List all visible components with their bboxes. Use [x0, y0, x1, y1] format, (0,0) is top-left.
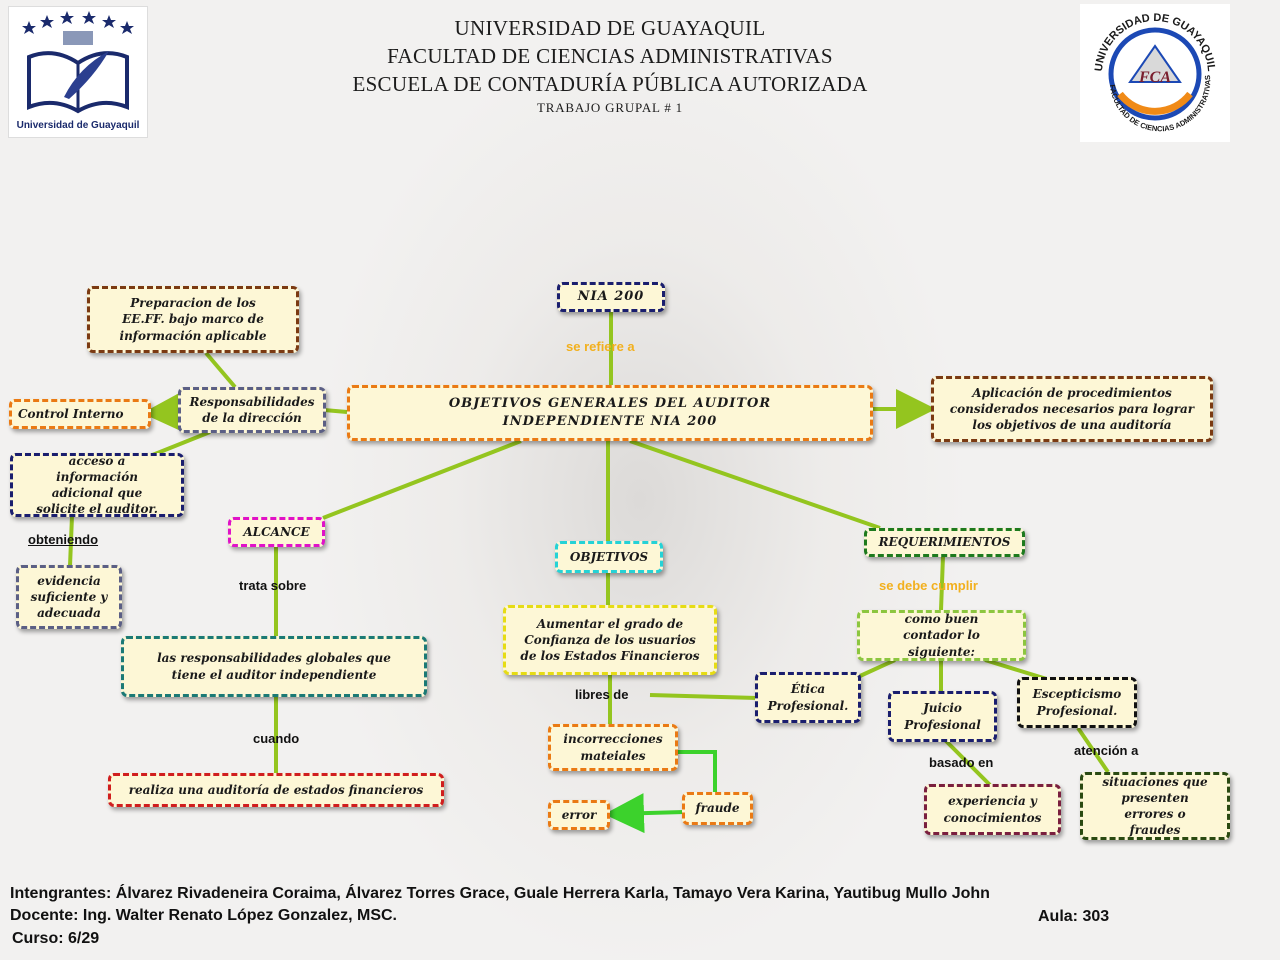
- edge-fraude-error: [604, 793, 685, 834]
- node-situaciones-errores: situaciones que presenten errores o frau…: [1080, 772, 1230, 840]
- header-faculty: FACULTAD DE CIENCIAS ADMINISTRATIVAS: [387, 44, 833, 68]
- label-cuando: cuando: [253, 731, 300, 746]
- header-university: UNIVERSIDAD DE GUAYAQUIL: [454, 16, 766, 40]
- label-trata-sobre: trata sobre: [239, 578, 307, 593]
- label-se-refiere-a: se refiere a: [566, 339, 635, 354]
- node-preparacion-eeff: Preparacion de los EE.FF. bajo marco de …: [87, 286, 299, 353]
- node-evidencia: evidencia suficiente y adecuada: [16, 565, 122, 629]
- node-acceso-informacion: acceso a información adicional que solic…: [10, 453, 184, 517]
- header-school: ESCUELA DE CONTADURÍA PÚBLICA AUTORIZADA: [352, 72, 868, 96]
- node-error: error: [548, 800, 610, 830]
- node-buen-contador: como buen contador lo siguiente:: [857, 610, 1026, 661]
- edge-requerimientos-contador: [939, 555, 945, 611]
- fca-logo-right: FCA UNIVERSIDAD DE GUAYAQUIL FACULTAD DE…: [1080, 4, 1230, 142]
- node-alcance: ALCANCE: [228, 517, 325, 547]
- edge-contador-escepticismo: [984, 658, 1051, 682]
- node-experiencia-conocimientos: experiencia y conocimientos: [924, 784, 1061, 835]
- node-etica-profesional: Ética Profesional.: [755, 672, 861, 723]
- edge-central-alcance: [322, 439, 522, 520]
- label-libres-de: libres de: [575, 687, 629, 702]
- label-basado-en: basado en: [929, 755, 994, 770]
- edge-acceso-evidencia: [68, 515, 74, 567]
- footer-aula: Aula: 303: [1038, 908, 1110, 925]
- node-fraude: fraude: [682, 792, 753, 825]
- footer-curso: Curso: 6/29: [12, 930, 100, 947]
- fca-seal-icon: FCA UNIVERSIDAD DE GUAYAQUIL FACULTAD DE…: [1093, 12, 1217, 133]
- node-juicio-profesional: Juicio Profesional: [888, 691, 997, 742]
- node-control-interno: Control Interno: [9, 399, 151, 429]
- edge-responsabilidades-preparacion: [204, 351, 237, 389]
- edge-central-responsabilidades: [323, 408, 348, 414]
- node-requerimientos: REQUERIMIENTOS: [864, 528, 1025, 557]
- header-assignment: TRABAJO GRUPAL # 1: [537, 100, 683, 115]
- node-aplicacion-procedimientos: Aplicación de procedimientos considerado…: [931, 376, 1213, 442]
- edge-escepticismo-situaciones: [1076, 726, 1110, 774]
- fca-center-text: FCA: [1138, 69, 1171, 86]
- edge-central-requerimientos: [629, 439, 881, 530]
- edge-incorrecciones-fraude: [676, 750, 717, 792]
- node-responsabilidades-globales: las responsabilidades globales que tiene…: [121, 636, 427, 697]
- node-realiza-auditoria: realiza una auditoría de estados financi…: [108, 773, 444, 807]
- logo-left-caption: Universidad de Guayaquil: [16, 120, 140, 131]
- footer-integrantes: Intengrantes: Álvarez Rivadeneira Coraim…: [10, 885, 990, 902]
- label-obteniendo: obteniendo: [28, 532, 99, 547]
- edge-responsabilidades-control: [142, 391, 183, 432]
- node-central-objetivos-generales: OBJETIVOS GENERALES DEL AUDITOR INDEPEND…: [347, 385, 873, 441]
- label-se-debe-cumplir: se debe cumplir: [879, 578, 978, 593]
- node-nia-200: NIA 200: [557, 282, 665, 312]
- node-responsabilidades-direccion: Responsabilidades de la dirección: [178, 387, 326, 433]
- edge-etica-libres: [649, 693, 758, 700]
- node-objetivos: OBJETIVOS: [555, 541, 663, 573]
- node-incorrecciones-materiales: incorrecciones mateiales: [548, 724, 678, 771]
- node-escepticismo-profesional: Escepticismo Profesional.: [1017, 677, 1137, 728]
- footer-docente: Docente: Ing. Walter Renato López Gonzal…: [10, 907, 397, 924]
- book-quill-icon: [22, 11, 134, 114]
- edge-responsabilidades-acceso: [149, 430, 211, 458]
- edge-juicio-experiencia: [943, 738, 992, 787]
- university-logo-left: Universidad de Guayaquil: [8, 6, 148, 138]
- label-atencion-a: atención a: [1074, 743, 1139, 758]
- node-aumentar-confianza: Aumentar el grado de Confianza de los us…: [503, 605, 717, 675]
- edge-contador-etica: [859, 658, 896, 678]
